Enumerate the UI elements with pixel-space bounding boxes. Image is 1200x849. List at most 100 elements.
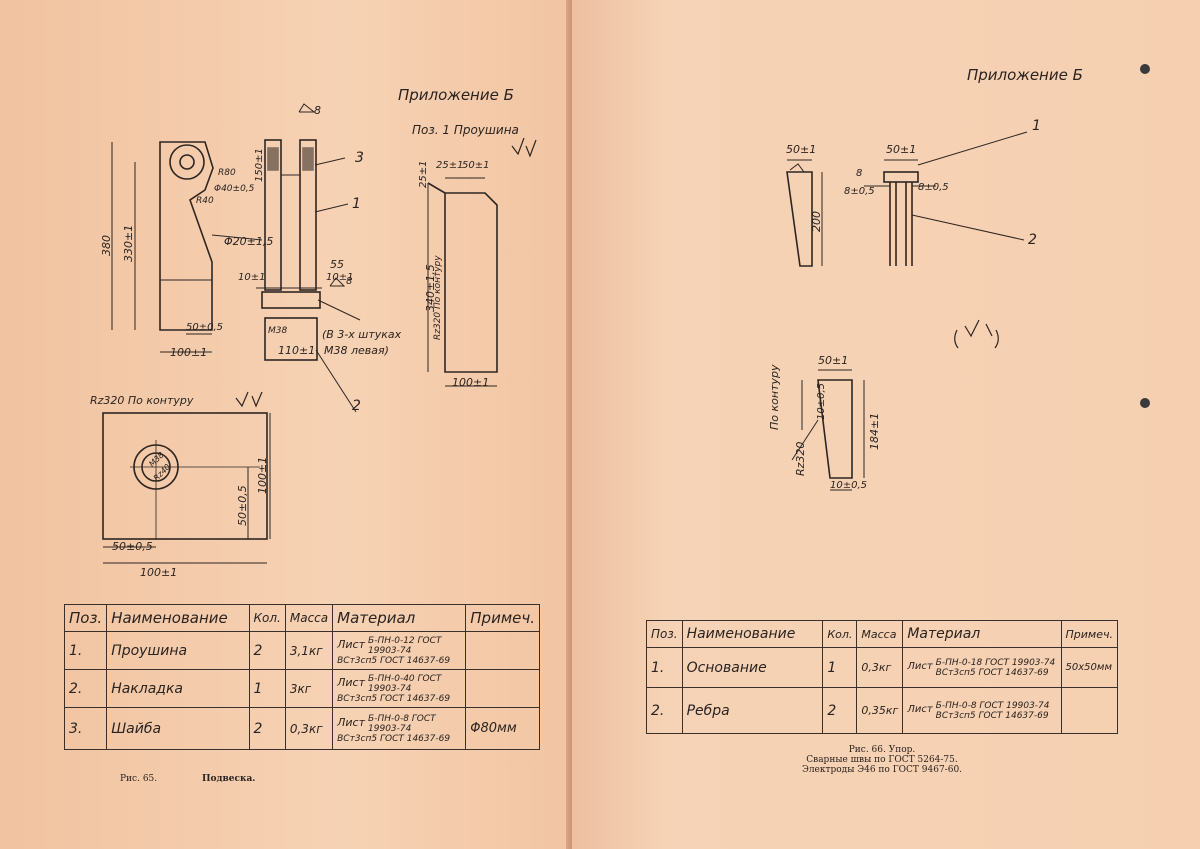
dim-w100: 100±1 bbox=[170, 346, 208, 359]
base-side-view bbox=[883, 171, 919, 183]
dim-weld-8b: 8 bbox=[346, 276, 353, 287]
callout-1: 1 bbox=[1032, 118, 1041, 134]
material-line-1: Б-ПН-0-12 ГОСТ 19903-74 bbox=[368, 635, 442, 656]
page-gutter bbox=[566, 0, 576, 849]
header-material: Материал bbox=[332, 604, 467, 632]
dim-50-v: 50±0,5 bbox=[236, 485, 249, 526]
caption-line-1: Рис. 66. Упор. bbox=[848, 745, 916, 755]
row-qty: 1 bbox=[822, 647, 858, 688]
row-pos: 3. bbox=[63, 707, 108, 750]
caption-line-3: Электроды Э46 по ГОСТ 9467-60. bbox=[801, 765, 963, 775]
eye-lug-hole-inner bbox=[179, 154, 195, 170]
right-page: Приложение Б bbox=[572, 0, 1200, 849]
dim-bottom-10: 10±0,5 bbox=[830, 480, 868, 491]
side-plate-right bbox=[299, 139, 317, 291]
note-rz-contour: Rz320 По контуру bbox=[433, 255, 443, 340]
dim-r40: R40 bbox=[196, 196, 214, 206]
dim-d40: Φ40±0,5 bbox=[214, 184, 255, 194]
dim-100-h: 100±1 bbox=[140, 566, 178, 579]
header-mass: Масса bbox=[856, 620, 904, 648]
header-material: Материал bbox=[902, 620, 1062, 648]
header-qty: Кол. bbox=[822, 620, 858, 648]
row-name: Основание bbox=[681, 647, 824, 688]
dim-r80: R80 bbox=[218, 168, 236, 178]
dim-10-left: 10±1 bbox=[238, 272, 266, 283]
left-drawing bbox=[102, 103, 537, 564]
dim-330: 330±1 bbox=[122, 224, 135, 262]
binding-hole-bottom bbox=[1140, 398, 1150, 408]
row-qty: 1 bbox=[248, 669, 286, 708]
note-contour: По контуру bbox=[768, 364, 781, 430]
dim-25-b: 25±1 bbox=[436, 160, 464, 171]
material-line-2: ВСт3сп5 ГОСТ 14637-69 bbox=[337, 693, 451, 704]
part-title: Поз. 1 Проушина bbox=[412, 123, 519, 137]
dim-rib-50: 50±1 bbox=[818, 354, 849, 367]
figure-title: Подвеска. bbox=[202, 774, 256, 784]
dim-w50: 50±0,5 bbox=[186, 322, 224, 333]
eye-lug-hole-outer bbox=[169, 144, 205, 180]
row-note bbox=[465, 631, 540, 670]
row-name: Накладка bbox=[106, 669, 250, 708]
header-qty: Кол. bbox=[248, 604, 286, 632]
row-pos: 1. bbox=[63, 631, 108, 670]
roughness-note: Rz320 По контуру bbox=[90, 394, 194, 407]
appendix-label: Приложение Б bbox=[967, 66, 1083, 84]
dim-380: 380 bbox=[100, 235, 113, 256]
material-line-2: ВСт3сп5 ГОСТ 14637-69 bbox=[337, 733, 451, 744]
side-plate-left bbox=[264, 139, 282, 291]
washer-plate bbox=[102, 412, 268, 540]
table-header: Поз. Наименование Кол. Масса Материал Пр… bbox=[646, 620, 1119, 648]
row-note bbox=[465, 669, 540, 708]
callout-2: 2 bbox=[1028, 232, 1037, 248]
row-mass: 3,1кг bbox=[284, 631, 334, 670]
row-name: Ребра bbox=[681, 687, 824, 734]
row-name: Проушина bbox=[106, 631, 250, 670]
parts-table-left: Поз. Наименование Кол. Масса Материал Пр… bbox=[63, 604, 540, 750]
eye-lug-outline bbox=[159, 141, 214, 331]
header-pos: Поз. bbox=[646, 620, 683, 648]
figure-number: Рис. 65. bbox=[120, 774, 158, 784]
dim-50-a: 50±1 bbox=[786, 143, 817, 156]
note-nuts-2: M38 левая) bbox=[324, 344, 389, 357]
material-line-1: Б-ПН-0-18 ГОСТ 19903-74 bbox=[935, 657, 1056, 668]
base-plate bbox=[261, 291, 321, 309]
dim-184: 184±1 bbox=[868, 412, 881, 450]
material-line-1: Б-ПН-0-8 ГОСТ 19903-74 bbox=[368, 713, 436, 734]
note-nuts: (В 3-х штуках bbox=[322, 328, 402, 341]
table-header: Поз. Наименование Кол. Масса Материал Пр… bbox=[63, 604, 540, 632]
dim-150: 150±1 bbox=[254, 148, 265, 182]
callout-3: 3 bbox=[355, 150, 364, 166]
row-name: Шайба bbox=[106, 707, 250, 750]
dim-8-left: 8±0,5 bbox=[844, 186, 875, 197]
caption-line-2: Сварные швы по ГОСТ 5264-75. bbox=[806, 755, 958, 765]
material-line-2: ВСт3сп5 ГОСТ 14637-69 bbox=[935, 667, 1049, 678]
row-pos: 2. bbox=[646, 687, 683, 734]
dim-55: 55 bbox=[330, 258, 344, 271]
rib-front-outline bbox=[786, 171, 813, 267]
row-qty: 2 bbox=[248, 707, 286, 750]
material-line-2: ВСт3сп5 ГОСТ 14637-69 bbox=[935, 710, 1049, 721]
right-drawing bbox=[786, 131, 1028, 491]
callout-2: 2 bbox=[352, 398, 361, 414]
dim-10-right: 10±1 bbox=[326, 272, 354, 283]
material-line-1: Б-ПН-0-40 ГОСТ 19903-74 bbox=[368, 673, 442, 694]
header-name: Наименование bbox=[681, 620, 824, 648]
dim-50-b: 50±1 bbox=[886, 143, 917, 156]
row-mass: 0,3кг bbox=[284, 707, 334, 750]
rib-detail-outline bbox=[817, 379, 853, 479]
material-prefix: Лист bbox=[907, 660, 933, 672]
dim-m38: M38 bbox=[268, 326, 288, 336]
header-note: Примеч. bbox=[1060, 620, 1119, 648]
dim-50-h: 50±0,5 bbox=[112, 540, 153, 553]
dim-100-p1: 100±1 bbox=[452, 376, 490, 389]
material-prefix: Лист bbox=[337, 675, 366, 689]
row-note: 50х50мм bbox=[1060, 647, 1119, 688]
